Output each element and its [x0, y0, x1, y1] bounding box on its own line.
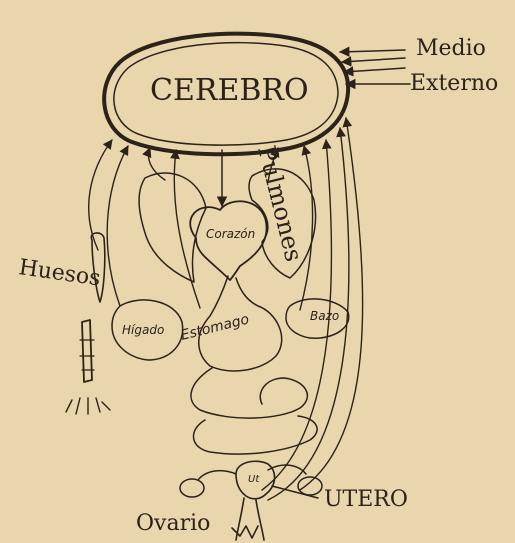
bazo-label: Bazo — [310, 309, 339, 323]
utero-pointer — [272, 486, 318, 498]
bone-shape — [66, 233, 110, 414]
higado-label: Hígado — [122, 323, 164, 337]
ovario-label: Ovario — [136, 511, 210, 536]
left-lung-shape — [139, 173, 206, 282]
right-ovary-shape — [298, 477, 322, 495]
utero-small-label: Ut — [248, 474, 260, 485]
externo-label: Externo — [410, 71, 498, 96]
intestine-shape — [191, 368, 317, 454]
utero-label: UTERO — [324, 487, 408, 512]
cerebro-label: CEREBRO — [150, 73, 309, 108]
corazon-label: Corazón — [206, 227, 255, 241]
medio-label: Medio — [416, 36, 486, 61]
left-ovary-shape — [180, 479, 204, 497]
huesos-label: Huesos — [17, 255, 102, 291]
estomago-label: Estomago — [179, 311, 251, 343]
external-input-arrows — [340, 50, 410, 84]
